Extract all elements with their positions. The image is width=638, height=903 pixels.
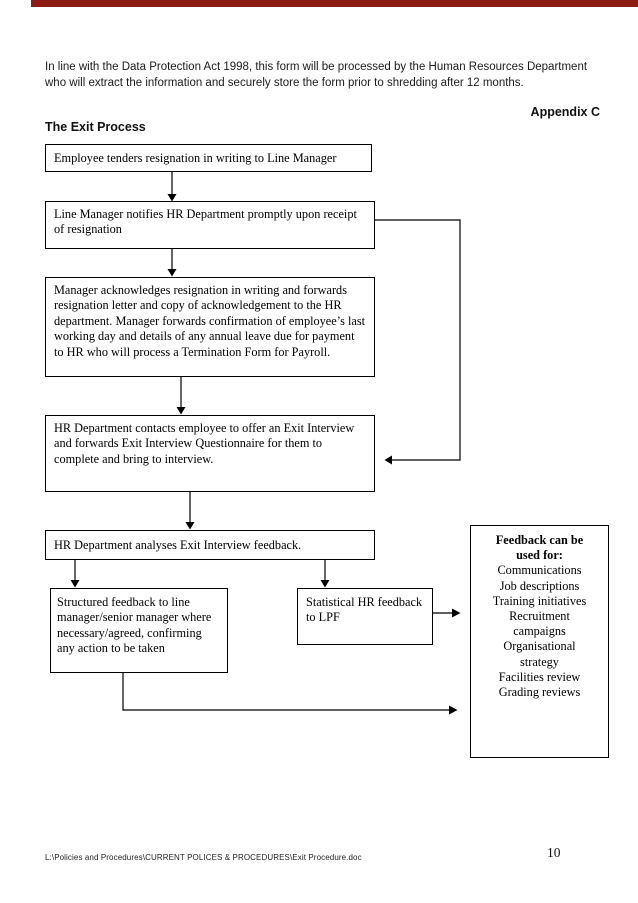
connector-box6-box8 (122, 673, 458, 715)
feedback-use-item: Communications (497, 563, 582, 578)
flowchart-box-line-manager-notifies: Line Manager notifies HR Department prom… (45, 201, 375, 249)
footer-page-number: 10 (547, 845, 561, 860)
flowchart-box-hr-contacts-employee: HR Department contacts employee to offer… (45, 415, 375, 492)
flowchart-box-hr-analyses-feedback: HR Department analyses Exit Interview fe… (45, 530, 375, 560)
flowchart-box-feedback-uses: Feedback can be used for: Communications… (470, 525, 609, 758)
feedback-uses-title: Feedback can be used for: (495, 533, 584, 563)
feedback-use-item: Facilities review (498, 669, 581, 684)
flowchart-box-employee-resignation: Employee tenders resignation in writing … (45, 144, 372, 172)
connector-box5-box6 (70, 560, 80, 588)
flowchart-box-structured-feedback: Structured feedback to line manager/seni… (50, 588, 228, 673)
connector-box5-box7 (320, 560, 330, 588)
connector-box2-box4-loop (375, 219, 461, 465)
feedback-use-item: Organisational strategy (503, 639, 576, 669)
flowchart-box-statistical-feedback: Statistical HR feedback to LPF (297, 588, 433, 645)
flowchart-box-manager-acknowledges: Manager acknowledges resignation in writ… (45, 277, 375, 377)
connector-box3-box4 (176, 377, 186, 415)
connector-box4-box5 (185, 492, 195, 530)
connector-box7-box8 (433, 608, 461, 618)
footer-file-path: L:\Policies and Procedures\CURRENT POLIC… (45, 853, 362, 862)
feedback-use-item: Grading reviews (498, 685, 581, 700)
feedback-use-item: Job descriptions (499, 578, 580, 593)
appendix-label: Appendix C (530, 105, 600, 119)
top-accent-bar (31, 0, 638, 7)
feedback-use-item: Training initiatives (492, 593, 587, 608)
feedback-use-item: Recruitment campaigns (509, 609, 570, 639)
connector-box2-box3 (167, 249, 177, 277)
page-title: The Exit Process (45, 120, 146, 134)
connector-box1-box2 (167, 172, 177, 202)
intro-paragraph: In line with the Data Protection Act 199… (45, 61, 588, 89)
